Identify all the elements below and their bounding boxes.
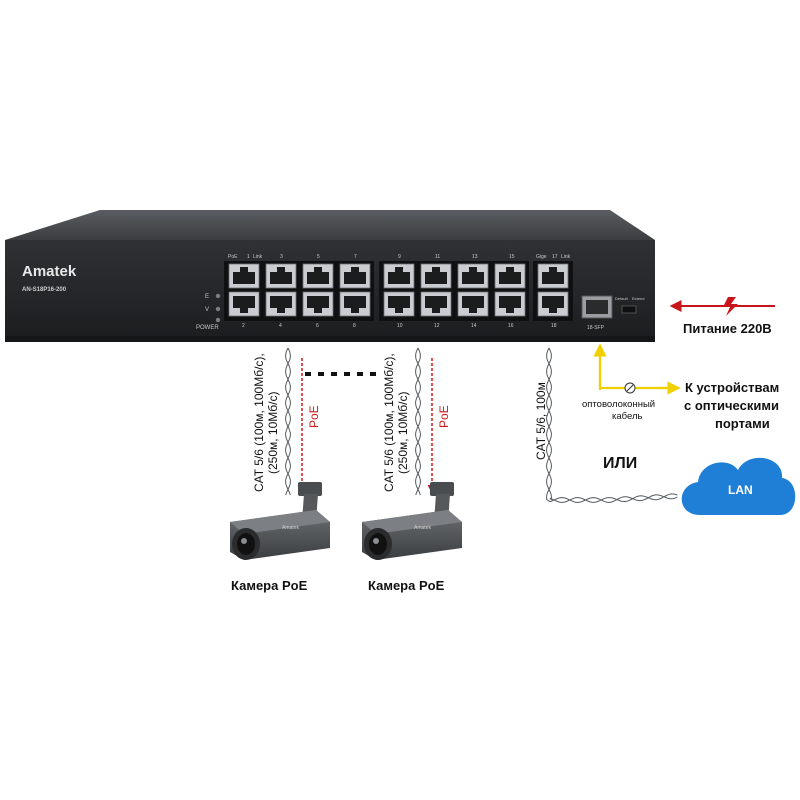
rj45-port[interactable] (228, 263, 260, 289)
port-number-top: 15 (509, 254, 515, 260)
led-e-label: E (205, 294, 209, 300)
rj45-port[interactable] (457, 263, 489, 289)
port-number-top: 7 (354, 254, 357, 260)
lan-label: LAN (728, 483, 753, 497)
fiber-cable-label-2: кабель (612, 411, 642, 422)
svg-text:Amatek: Amatek (414, 525, 431, 531)
lightning-icon (723, 297, 738, 316)
rj45-port[interactable] (302, 291, 334, 317)
camera-2-caption: Камера PoE (368, 578, 445, 593)
model-label: AN-S18P16-200 (22, 287, 67, 293)
port-number-bottom: 16 (508, 323, 514, 329)
rj45-ports (228, 263, 569, 317)
port-number-top: 17 (552, 254, 558, 260)
gige-header-label: Gige (536, 254, 547, 260)
bullet-camera-icon: Amatek (230, 482, 330, 560)
rj45-port[interactable] (494, 291, 526, 317)
camera-2: Amatek Камера PoE (362, 482, 462, 593)
rj45-port[interactable] (383, 263, 415, 289)
port-number-bottom: 12 (434, 323, 440, 329)
rj45-port[interactable] (265, 291, 297, 317)
link-header-label: Link (253, 254, 263, 260)
fiber-target-label-2: с оптическими (684, 398, 779, 413)
power-label: Питание 220В (683, 321, 772, 336)
camera-1: Amatek Камера PoE (230, 482, 330, 593)
cable-camera-2 (415, 347, 421, 496)
port-number-bottom: 2 (242, 323, 245, 329)
lan-cloud: LAN (681, 457, 796, 515)
sfp-label: 18-SFP (587, 325, 605, 331)
or-label: ИЛИ (603, 455, 637, 472)
switch-top-face (5, 210, 655, 240)
fiber-target-label-3: портами (715, 416, 770, 431)
rj45-port[interactable] (383, 291, 415, 317)
port-number-top: 13 (472, 254, 478, 260)
rj45-port[interactable] (457, 291, 489, 317)
extend-label: Extend (632, 296, 644, 301)
rj45-port[interactable] (265, 263, 297, 289)
rj45-port[interactable] (420, 263, 452, 289)
port-number-bottom: 10 (397, 323, 403, 329)
camera-2-poe-label: PoE (437, 405, 451, 428)
led-power-indicator (215, 317, 221, 323)
camera-2-cable-label-1: CAT 5/6 (100м, 100Мб/с), (382, 353, 396, 492)
svg-text:Amatek: Amatek (282, 525, 299, 531)
port-number-bottom: 18 (551, 323, 557, 329)
camera-1-cable-label-1: CAT 5/6 (100м, 100Мб/с), (252, 353, 266, 492)
network-switch: Amatek AN-S18P16-200 E V POWER PoE Link … (5, 210, 655, 342)
mode-switch[interactable] (621, 305, 637, 314)
cable-camera-1 (285, 347, 291, 496)
cloud-icon (681, 457, 796, 515)
port-number-top: 1 (247, 254, 250, 260)
led-e-indicator (215, 293, 221, 299)
rj45-port[interactable] (339, 263, 371, 289)
power-input: Питание 220В (669, 297, 775, 336)
uplink-cable-label: CAT 5/6, 100м (534, 382, 548, 460)
link-header-label-2: Link (561, 254, 571, 260)
rj45-port[interactable] (420, 291, 452, 317)
rj45-port[interactable] (537, 263, 569, 289)
twisted-pair-cables (285, 347, 678, 503)
fiber-cable-label-1: оптоволоконный (582, 399, 655, 410)
camera-1-poe-label: PoE (307, 405, 321, 428)
poe-header-label: PoE (228, 254, 238, 260)
rj45-port[interactable] (228, 291, 260, 317)
rj45-port[interactable] (339, 291, 371, 317)
port-number-top: 3 (280, 254, 283, 260)
led-v-label: V (205, 307, 209, 313)
cable-uplink-lan (546, 347, 678, 503)
port-number-bottom: 14 (471, 323, 477, 329)
brand-logo: Amatek (22, 263, 77, 280)
led-power-label: POWER (196, 325, 219, 331)
camera-2-cable-label-2: (250м, 10Мб/с) (396, 392, 410, 474)
port-number-top: 11 (435, 254, 440, 260)
port-number-bottom: 6 (316, 323, 319, 329)
camera-1-caption: Камера PoE (231, 578, 308, 593)
bullet-camera-icon-2: Amatek (362, 482, 462, 560)
cable-camera-1 (285, 347, 291, 496)
rj45-port[interactable] (537, 291, 569, 317)
camera-1-cable-label-2: (250м, 10Мб/с) (266, 392, 280, 474)
default-label: Default (615, 296, 629, 301)
cable-uplink-lan (546, 347, 678, 503)
fiber-target-label-1: К устройствам (685, 380, 779, 395)
rj45-port[interactable] (494, 263, 526, 289)
port-number-top: 9 (398, 254, 401, 260)
port-number-bottom: 4 (279, 323, 282, 329)
port-number-bottom: 8 (353, 323, 356, 329)
led-v-indicator (215, 306, 221, 312)
fiber-connection: оптоволоконный кабель К устройствам с оп… (582, 343, 779, 431)
port-number-top: 5 (317, 254, 320, 260)
cable-camera-2 (415, 347, 421, 496)
rj45-port[interactable] (302, 263, 334, 289)
